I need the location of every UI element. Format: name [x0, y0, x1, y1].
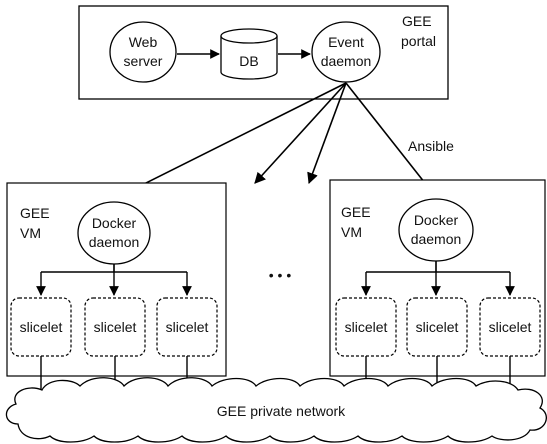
- gee-vm-2: GEE VM Docker daemon slicelet slicelet s…: [329, 179, 546, 396]
- docker-daemon-label-line1: Docker: [92, 215, 137, 231]
- more-vms-ellipsis: • • •: [269, 267, 292, 283]
- event-daemon-label-line2: daemon: [321, 53, 372, 69]
- gee-portal-group: GEE portal Web server DB Event daemon: [78, 5, 449, 100]
- docker-daemon-label-line2: daemon: [89, 234, 140, 250]
- slicelet-label: slicelet: [489, 319, 532, 335]
- ansible-label: Ansible: [408, 138, 454, 154]
- vm-label-line2: VM: [20, 225, 41, 241]
- gee-portal-label-line2: portal: [401, 33, 436, 49]
- slicelet-label: slicelet: [166, 319, 209, 335]
- docker-daemon-label-line1: Docker: [414, 212, 459, 228]
- docker-daemon-node: [398, 198, 474, 262]
- web-server-label-line1: Web: [129, 34, 158, 50]
- vm-label-line2: VM: [341, 224, 362, 240]
- slicelet-label: slicelet: [20, 319, 63, 335]
- gee-vm-1: GEE VM Docker daemon slicelet slicelet s…: [6, 182, 227, 396]
- slicelet-label: slicelet: [345, 319, 388, 335]
- arrow-fanout-2: [254, 82, 347, 184]
- gee-private-network-cloud: GEE private network: [5, 377, 547, 443]
- network-label: GEE private network: [217, 403, 346, 419]
- slicelet-label: slicelet: [94, 319, 137, 335]
- event-daemon-label-line1: Event: [328, 34, 364, 50]
- slicelet-label: slicelet: [416, 319, 459, 335]
- docker-daemon-label-line2: daemon: [411, 231, 462, 247]
- db-node: [220, 28, 278, 80]
- event-daemon-node: [311, 21, 381, 83]
- vm-label-line1: GEE: [20, 205, 50, 221]
- docker-daemon-node: [77, 201, 151, 265]
- gee-portal-label-line1: GEE: [402, 13, 432, 29]
- db-label: DB: [239, 53, 258, 69]
- web-server-node: [109, 21, 177, 83]
- arrow-to-vm2: [345, 82, 437, 198]
- arrow-fanout-3: [307, 82, 347, 185]
- vm-label-line1: GEE: [341, 204, 371, 220]
- cloud-shape: [5, 377, 547, 443]
- web-server-label-line2: server: [124, 53, 163, 69]
